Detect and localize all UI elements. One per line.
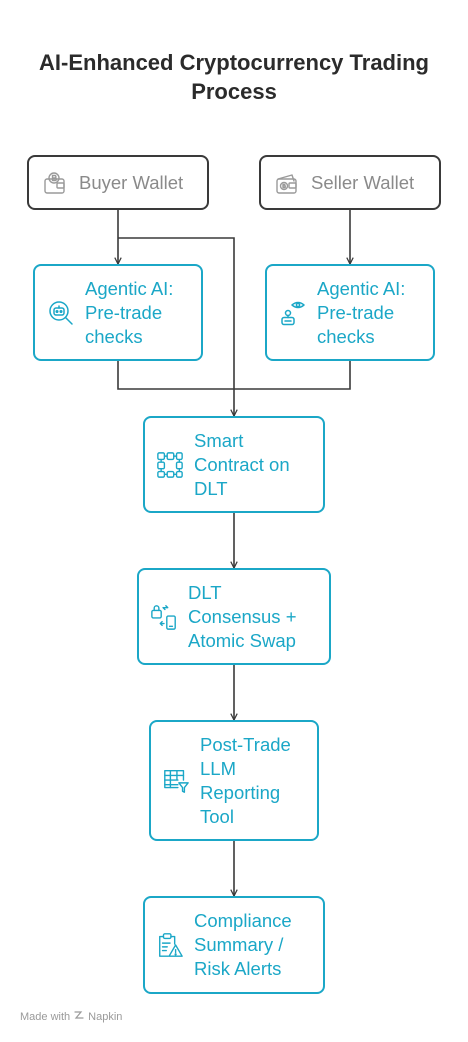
seller-wallet-node: Seller Wallet: [259, 155, 441, 210]
connector-seller-ai-merge: [234, 361, 351, 390]
smart-contract-label: Smart Contract on DLT: [194, 429, 290, 499]
table-filter-icon: [162, 767, 190, 795]
footer-brand: Napkin: [88, 1010, 123, 1023]
buyer-wallet-node: Buyer Wallet: [27, 155, 209, 210]
compliance-alerts-node: Compliance Summary / Risk Alerts: [143, 896, 325, 994]
seller-ai-checks-label: Agentic AI: Pre-trade checks: [317, 277, 406, 347]
post-trade-reporting-node: Post-Trade LLM Reporting Tool: [149, 720, 319, 841]
robot-magnifier-icon: [47, 299, 75, 327]
buyer-wallet-label: Buyer Wallet: [79, 171, 184, 193]
dlt-consensus-label: DLT Consensus + Atomic Swap: [188, 581, 297, 651]
robot-eye-icon: [279, 299, 307, 327]
connector-buyer-to-contract: [118, 237, 234, 416]
diagram-title: AI-Enhanced Cryptocurrency Trading Proce…: [39, 50, 429, 104]
buyer-ai-checks-label: Agentic AI: Pre-trade checks: [85, 277, 174, 347]
post-trade-reporting-label: Post-Trade LLM Reporting Tool: [200, 733, 291, 827]
lock-swap-phone-icon: [150, 603, 178, 631]
clipboard-warning-icon: [156, 931, 184, 959]
dlt-consensus-node: DLT Consensus + Atomic Swap: [137, 568, 331, 665]
compliance-alerts-label: Compliance Summary / Risk Alerts: [194, 910, 292, 979]
blockchain-grid-icon: [156, 451, 184, 479]
seller-ai-checks-node: Agentic AI: Pre-trade checks: [265, 264, 435, 361]
made-with-napkin[interactable]: Made with Napkin: [20, 1010, 122, 1023]
bitcoin-wallet-icon: [41, 169, 69, 197]
napkin-logo-icon: [74, 1010, 84, 1023]
bitcoin-wallet-icon: [273, 169, 301, 197]
seller-wallet-label: Seller Wallet: [311, 171, 415, 193]
footer-made-with: Made with: [20, 1010, 71, 1023]
buyer-ai-checks-node: Agentic AI: Pre-trade checks: [33, 264, 203, 361]
connector-buyer-ai-merge: [117, 361, 234, 390]
smart-contract-node: Smart Contract on DLT: [143, 416, 325, 513]
